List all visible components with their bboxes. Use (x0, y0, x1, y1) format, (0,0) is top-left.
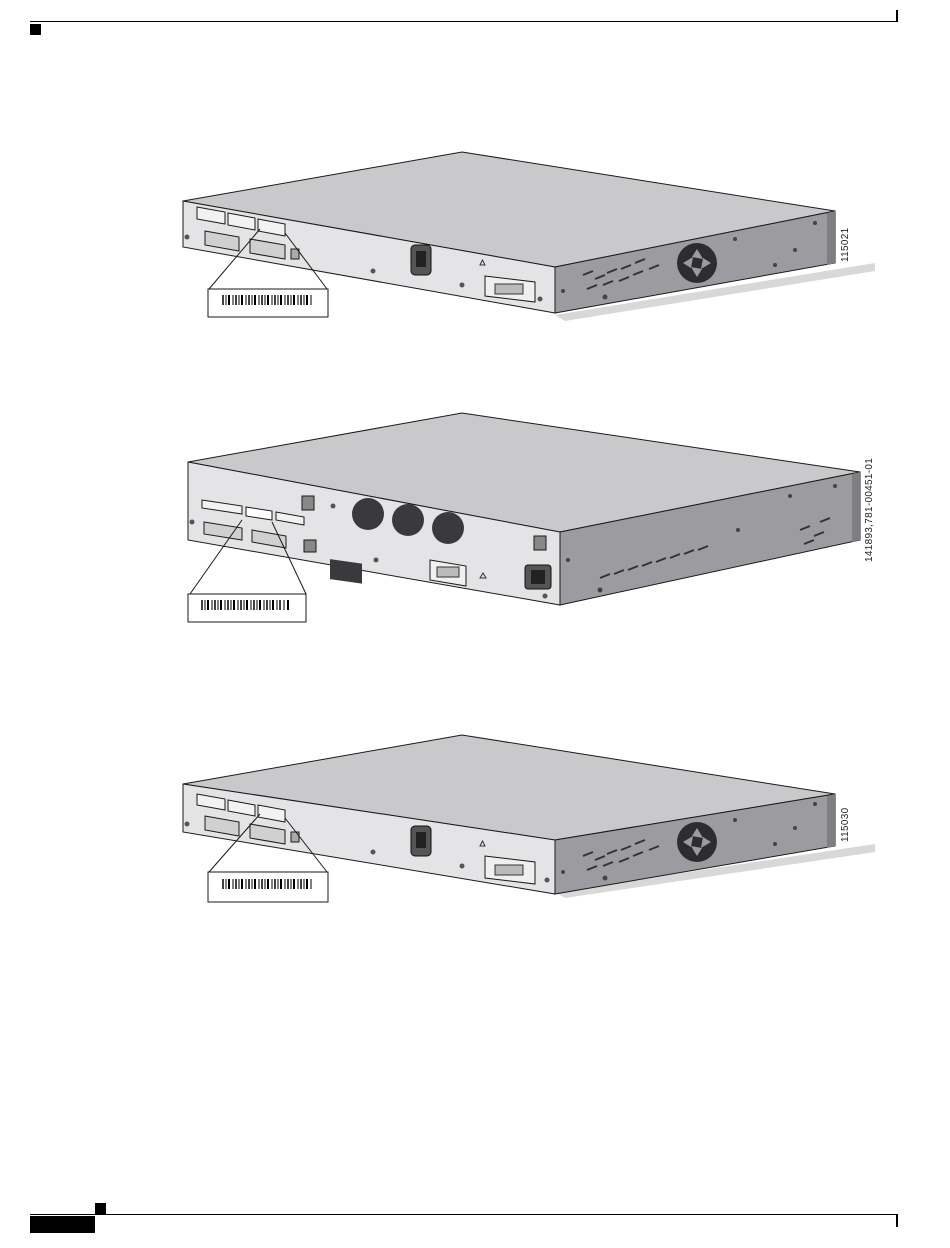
footer-page-tab (30, 1216, 95, 1233)
switch-rear-illustration-3 (175, 728, 875, 908)
switch-chassis-drawing (175, 728, 875, 908)
header-tick (896, 10, 898, 22)
switch-chassis-drawing (175, 145, 875, 325)
figure-id-label-1: 115021 (840, 228, 851, 262)
footer-corner-marker (95, 1203, 106, 1214)
switch-rear-illustration-1 (175, 145, 875, 325)
barcode (223, 879, 311, 889)
footer-rule (30, 1214, 898, 1215)
figure-id-label-2: 141893,781-00451-01 (864, 458, 875, 562)
header-corner-marker (30, 24, 41, 35)
figure-id-label-3: 115030 (840, 808, 851, 842)
barcode (223, 295, 311, 305)
switch-chassis-drawing (180, 410, 870, 625)
switch-rear-illustration-2 (180, 410, 870, 625)
footer-tick (896, 1215, 898, 1227)
header-rule (30, 21, 898, 22)
